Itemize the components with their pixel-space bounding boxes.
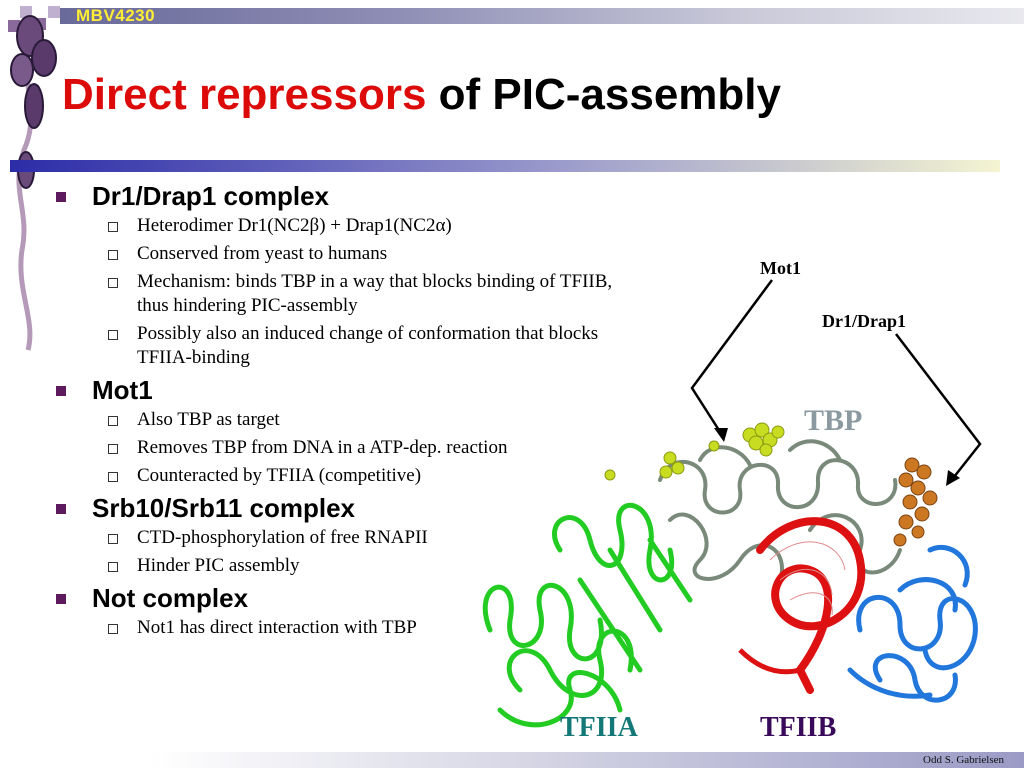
tfiia-structure: [482, 502, 693, 728]
hollow-square-bullet-icon: [108, 222, 118, 232]
dr1-drap1-label: Dr1/Drap1: [822, 311, 906, 331]
section-dr1-drap1: Dr1/Drap1 complex: [52, 180, 632, 212]
list-item: Removes TBP from DNA in a ATP-dep. react…: [52, 436, 632, 460]
protein-structure-figure: Mot1 Dr1/Drap1 TBP TFIIA TFIIB: [482, 258, 982, 740]
square-bullet-icon: [56, 504, 66, 514]
list-item-text: Counteracted by TFIIA (competitive): [137, 465, 422, 486]
dr1-arrow: [895, 333, 982, 483]
list-item: Counteracted by TFIIA (competitive): [52, 464, 632, 488]
list-item-text: Possibly also an induced change of confo…: [137, 323, 599, 368]
list-item: Mechanism: binds TBP in a way that block…: [52, 270, 632, 318]
tfiib-structure: [847, 544, 978, 703]
list-item: Not1 has direct interaction with TBP: [52, 616, 632, 640]
mot1-binding-site: [604, 422, 785, 481]
mot1-label: Mot1: [760, 258, 801, 278]
hollow-square-bullet-icon: [108, 444, 118, 454]
list-item: Also TBP as target: [52, 408, 632, 432]
slide-title: Direct repressors of PIC-assembly: [62, 70, 781, 120]
section-title: Mot1: [92, 375, 153, 405]
list-item: Heterodimer Dr1(NC2β) + Drap1(NC2α): [52, 214, 632, 238]
section-title: Not complex: [92, 583, 249, 613]
title-underline: [10, 160, 1000, 172]
section-mot1: Mot1: [52, 374, 632, 406]
tbp-label: TBP: [804, 404, 862, 437]
section-title: Dr1/Drap1 complex: [92, 181, 329, 211]
hollow-square-bullet-icon: [108, 534, 118, 544]
footer-bar: [150, 752, 1024, 768]
hollow-square-bullet-icon: [108, 330, 118, 340]
list-item: CTD-phosphorylation of free RNAPII: [52, 526, 632, 550]
dr1-drap1-binding-site: [893, 457, 938, 547]
header-bar: [60, 8, 1024, 24]
square-bullet-icon: [56, 386, 66, 396]
square-bullet-icon: [56, 192, 66, 202]
hollow-square-bullet-icon: [108, 472, 118, 482]
bullet-list: Dr1/Drap1 complex Heterodimer Dr1(NC2β) …: [52, 178, 632, 644]
tfiia-label: TFIIA: [560, 712, 639, 740]
list-item: Conserved from yeast to humans: [52, 242, 632, 266]
footer-author: Odd S. Gabrielsen: [923, 754, 1004, 766]
section-title: Srb10/Srb11 complex: [92, 493, 356, 523]
hollow-square-bullet-icon: [108, 250, 118, 260]
list-item-text: Conserved from yeast to humans: [137, 243, 388, 264]
arrowhead-icon: [946, 470, 960, 486]
hollow-square-bullet-icon: [108, 278, 118, 288]
course-code: MBV4230: [76, 6, 156, 25]
section-srb10-srb11: Srb10/Srb11 complex: [52, 492, 632, 524]
dna-structure: [738, 517, 866, 694]
list-item-text: CTD-phosphorylation of free RNAPII: [137, 527, 428, 548]
tfiib-label: TFIIB: [760, 712, 836, 740]
list-item: Hinder PIC assembly: [52, 554, 632, 578]
list-item-text: Hinder PIC assembly: [137, 555, 300, 576]
arrowhead-icon: [714, 428, 728, 442]
list-item-text: Removes TBP from DNA in a ATP-dep. react…: [137, 437, 508, 458]
list-item-text: Mechanism: binds TBP in a way that block…: [137, 271, 613, 316]
list-item-text: Also TBP as target: [137, 409, 280, 430]
title-highlight: Direct repressors: [62, 70, 427, 119]
list-item: Possibly also an induced change of confo…: [52, 322, 632, 370]
list-item-text: Heterodimer Dr1(NC2β) + Drap1(NC2α): [137, 215, 452, 236]
square-bullet-icon: [56, 594, 66, 604]
hollow-square-bullet-icon: [108, 416, 118, 426]
list-item-text: Not1 has direct interaction with TBP: [137, 617, 417, 638]
tbp-structure: [658, 439, 902, 582]
mot1-arrow: [690, 279, 774, 439]
hollow-square-bullet-icon: [108, 624, 118, 634]
title-rest: of PIC-assembly: [426, 70, 781, 119]
hollow-square-bullet-icon: [108, 562, 118, 572]
section-not-complex: Not complex: [52, 582, 632, 614]
